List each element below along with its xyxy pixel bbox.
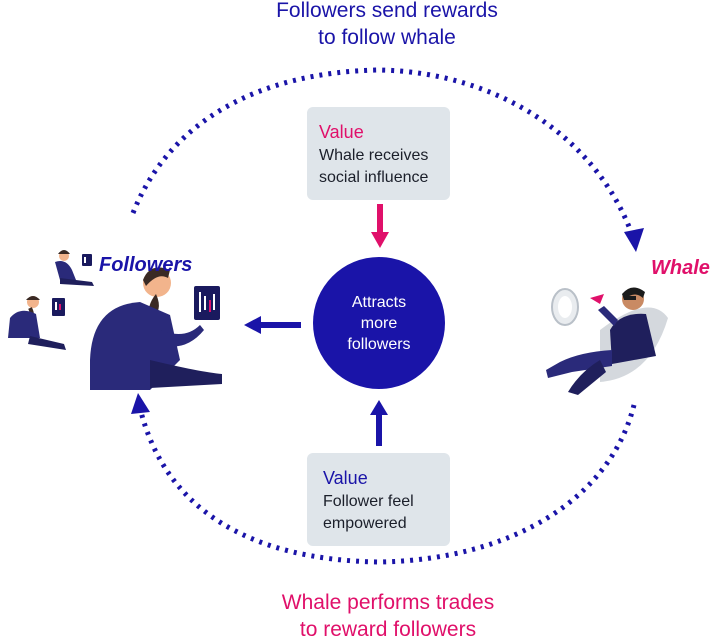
center-line-2: more: [360, 314, 398, 332]
whale-label: Whale: [651, 257, 710, 279]
arrow-left-head: [244, 316, 261, 334]
arrow-left-shaft: [258, 322, 301, 328]
arrow-bottom-shaft: [376, 413, 382, 446]
value-box-whale: Value Whale receives social influence: [307, 107, 450, 200]
value-box-follower-title: Value: [323, 468, 368, 488]
top-caption: Followers send rewards to follow whale: [187, 0, 587, 51]
whale-illustration: [546, 287, 668, 395]
followers-label: Followers: [99, 254, 193, 276]
value-box-follower: Value Follower feel empowered: [307, 453, 450, 546]
small-follower-left-illustration: [8, 296, 66, 350]
arrow-top-shaft: [377, 204, 383, 233]
top-arc-dotted: [130, 67, 637, 241]
bottom-caption-line-1: Whale performs trades: [281, 591, 495, 614]
top-caption-line-2: to follow whale: [318, 26, 456, 49]
center-line-3: followers: [347, 335, 411, 353]
value-box-whale-title: Value: [319, 122, 364, 142]
center-circle: [313, 257, 445, 389]
value-box-whale-line-1: Whale receives: [319, 147, 429, 164]
top-arc-arrowhead: [624, 228, 644, 252]
arrow-top-head: [371, 232, 389, 248]
value-box-follower-line-1: Follower feel: [323, 493, 414, 510]
bottom-arc-dotted: [137, 404, 637, 565]
value-box-follower-line-2: empowered: [323, 515, 407, 532]
center-line-1: Attracts: [351, 293, 407, 311]
arrow-bottom-head: [370, 400, 388, 415]
center-label: Attracts more followers: [314, 258, 444, 388]
bottom-arc-arrowhead: [131, 393, 150, 414]
small-follower-top-illustration: [55, 250, 94, 286]
main-follower-illustration: [90, 267, 222, 390]
bottom-caption-line-2: to reward followers: [299, 618, 477, 641]
value-box-whale-line-2: social influence: [319, 169, 429, 186]
bottom-caption: Whale performs trades to reward follower…: [188, 589, 588, 643]
top-caption-line-1: Followers send rewards: [276, 0, 498, 22]
